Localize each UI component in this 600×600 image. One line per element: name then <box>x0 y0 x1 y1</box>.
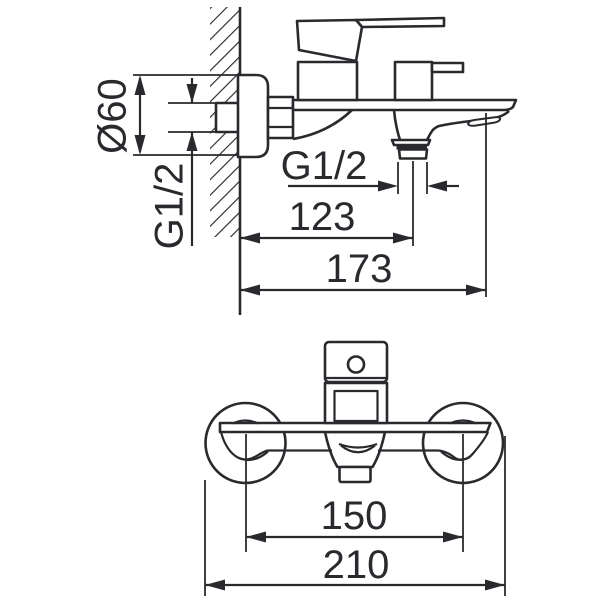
hex-nut <box>266 95 295 140</box>
dim-overall-width: 210 <box>204 436 506 596</box>
dim-label-g12-outlet: G1/2 <box>281 144 368 188</box>
spout-nozzle-front <box>338 465 372 484</box>
front-view: 150 210 <box>204 340 506 596</box>
deck-plate-side <box>291 98 518 112</box>
spout-body-front <box>323 430 387 469</box>
spout-drop-left-edge <box>392 109 402 141</box>
deck-bar-front <box>218 421 492 434</box>
dim-centers-distance: 150 <box>245 434 464 552</box>
dim-wall-to-outlet: 123 <box>240 161 414 246</box>
dim-label-150: 150 <box>321 494 388 538</box>
body-wave-right-inner <box>440 450 471 461</box>
outlet-seal-band <box>396 145 427 150</box>
lever-handle <box>295 16 446 63</box>
body-wave-left-inner <box>237 450 269 462</box>
lever-base-block <box>295 18 364 63</box>
dim-label-dia60: Ø60 <box>90 78 134 154</box>
dim-label-g12-wall: G1/2 <box>147 163 191 250</box>
escutcheon-side <box>236 73 270 159</box>
cartridge-body <box>296 60 359 102</box>
dim-wall-to-tip: 173 <box>240 113 487 297</box>
diverter-knob <box>393 60 465 102</box>
dim-label-210: 210 <box>323 543 390 587</box>
handle-screw-hole <box>346 355 366 374</box>
cartridge-collar-inner <box>333 389 379 423</box>
spout-mouth-upper <box>338 442 378 449</box>
escutcheon-bump-left <box>232 419 259 425</box>
spout-mouth-lower <box>340 444 376 454</box>
wall-pipe-nipple <box>214 101 242 134</box>
dim-outlet-thread: G1/2 <box>281 144 459 194</box>
lever-bar <box>354 16 446 29</box>
escutcheon-bump-right <box>449 419 477 425</box>
spout-underside <box>425 110 510 141</box>
side-view: Ø60 G1/2 G1/2 123 <box>90 7 518 315</box>
aerator-slot <box>467 116 502 127</box>
dim-label-123: 123 <box>289 195 356 239</box>
spout-outlet <box>390 138 432 160</box>
body-underside-curve <box>292 109 353 141</box>
dim-escutcheon-diameter: Ø60 <box>90 74 239 156</box>
dim-wall-thread: G1/2 <box>147 78 217 249</box>
handle-front <box>323 340 389 425</box>
dim-label-173: 173 <box>326 247 393 291</box>
